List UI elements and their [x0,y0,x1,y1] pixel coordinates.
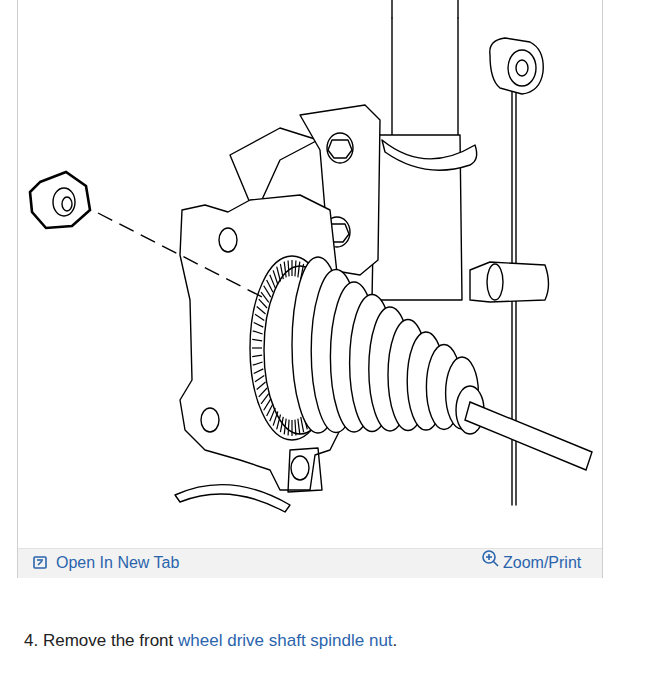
tone-ring-tooth [254,369,264,374]
step-link: wheel drive shaft spindle nut [178,631,393,650]
tone-ring-tooth [291,260,292,276]
tone-ring-tooth [291,420,292,436]
tone-ring-tooth [284,262,286,278]
tone-ring-tooth [267,280,273,292]
tone-ring-tooth [273,411,278,425]
tone-ring-tooth [280,417,283,432]
tone-ring-tooth [284,419,286,435]
step-text: 4. Remove the front [24,631,173,650]
tone-ring-tooth [259,299,267,308]
toolbar-link: Zoom/Print [503,553,581,573]
tone-ring-tooth [255,314,264,320]
tone-ring-tooth [294,420,296,436]
tone-ring-tooth [252,347,262,348]
step-instruction: 4. Remove the front wheel drive shaft spi… [24,630,397,652]
tone-ring-tooth [294,260,296,276]
tone-ring-tooth [264,399,271,410]
tone-ring-tooth [257,382,266,390]
tone-ring-tooth [252,339,262,341]
tone-ring-tooth [259,388,267,397]
tone-ring-tooth [252,355,262,357]
tone-ring-tooth [253,331,263,334]
tone-ring-tooth [261,394,269,404]
tone-ring-tooth [264,286,271,297]
tone-ring-tooth [287,420,289,436]
tone-ring-tooth [298,419,300,435]
tone-ring-tooth [277,267,281,282]
tone-ring-tooth [270,408,276,421]
tone-ring-tooth [277,415,281,430]
tone-ring-tooth [254,322,264,327]
tone-ring-tooth [267,404,273,416]
tone-ring-tooth [273,270,278,284]
tone-ring-tooth [253,362,263,365]
tone-ring-tooth [287,260,289,276]
toolbar-link: Open In New Tab [56,553,179,573]
tone-ring-tooth [298,262,300,278]
tone-ring-tooth [270,275,276,288]
tone-ring-tooth [257,307,266,315]
tone-ring-tooth [280,264,283,279]
step-text: . [393,631,398,650]
tone-ring-tooth [261,292,269,302]
tone-ring-tooth [255,376,264,382]
